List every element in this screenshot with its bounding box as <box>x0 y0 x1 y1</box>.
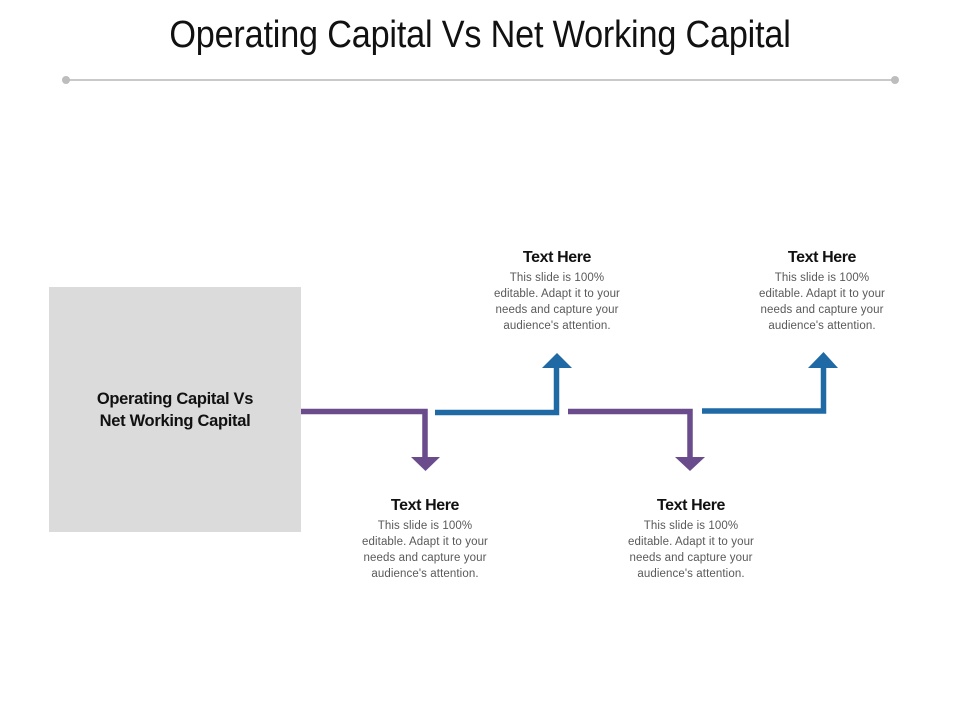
callout-line: needs and capture your <box>495 304 619 316</box>
callout-body: This slide is 100% editable. Adapt it to… <box>737 270 907 334</box>
callout-line: audience's attention. <box>768 320 876 332</box>
callout-body: This slide is 100% editable. Adapt it to… <box>606 518 776 582</box>
callout-bottom-2: Text Here This slide is 100% editable. A… <box>606 496 776 582</box>
main-topic-line-2: Net Working Capital <box>99 411 251 430</box>
callout-line: audience's attention. <box>637 568 745 580</box>
up-arrow-1 <box>435 353 572 416</box>
callout-line: This slide is 100% <box>774 272 870 284</box>
callout-body: This slide is 100% editable. Adapt it to… <box>472 270 642 334</box>
main-topic-line-1: Operating Capital Vs <box>96 389 254 408</box>
callout-line: This slide is 100% <box>509 272 605 284</box>
divider-dot-left <box>62 76 70 84</box>
callout-line: needs and capture your <box>760 304 884 316</box>
down-arrow-1 <box>301 408 440 471</box>
divider-dot-right <box>891 76 899 84</box>
callout-line: editable. Adapt it to your <box>362 536 488 548</box>
callout-heading: Text Here <box>522 249 592 266</box>
callout-top-1: Text Here This slide is 100% editable. A… <box>472 248 642 334</box>
title-divider <box>66 79 896 81</box>
callout-line: editable. Adapt it to your <box>759 288 885 300</box>
main-topic-label: Operating Capital Vs Net Working Capital <box>65 388 285 432</box>
callout-heading: Text Here <box>787 249 857 266</box>
callout-line: audience's attention. <box>503 320 611 332</box>
down-arrow-2 <box>568 408 705 471</box>
callout-line: needs and capture your <box>363 552 487 564</box>
callout-line: needs and capture your <box>629 552 753 564</box>
callout-line: This slide is 100% <box>643 520 739 532</box>
callout-heading: Text Here <box>390 497 460 514</box>
callout-top-2: Text Here This slide is 100% editable. A… <box>737 248 907 334</box>
callout-bottom-1: Text Here This slide is 100% editable. A… <box>340 496 510 582</box>
up-arrow-2 <box>702 352 838 414</box>
callout-line: This slide is 100% <box>377 520 473 532</box>
main-topic-box: Operating Capital Vs Net Working Capital <box>49 287 301 532</box>
slide-title: Operating Capital Vs Net Working Capital <box>169 14 791 56</box>
callout-line: editable. Adapt it to your <box>628 536 754 548</box>
callout-line: audience's attention. <box>371 568 479 580</box>
callout-heading: Text Here <box>656 497 726 514</box>
callout-body: This slide is 100% editable. Adapt it to… <box>340 518 510 582</box>
callout-line: editable. Adapt it to your <box>494 288 620 300</box>
